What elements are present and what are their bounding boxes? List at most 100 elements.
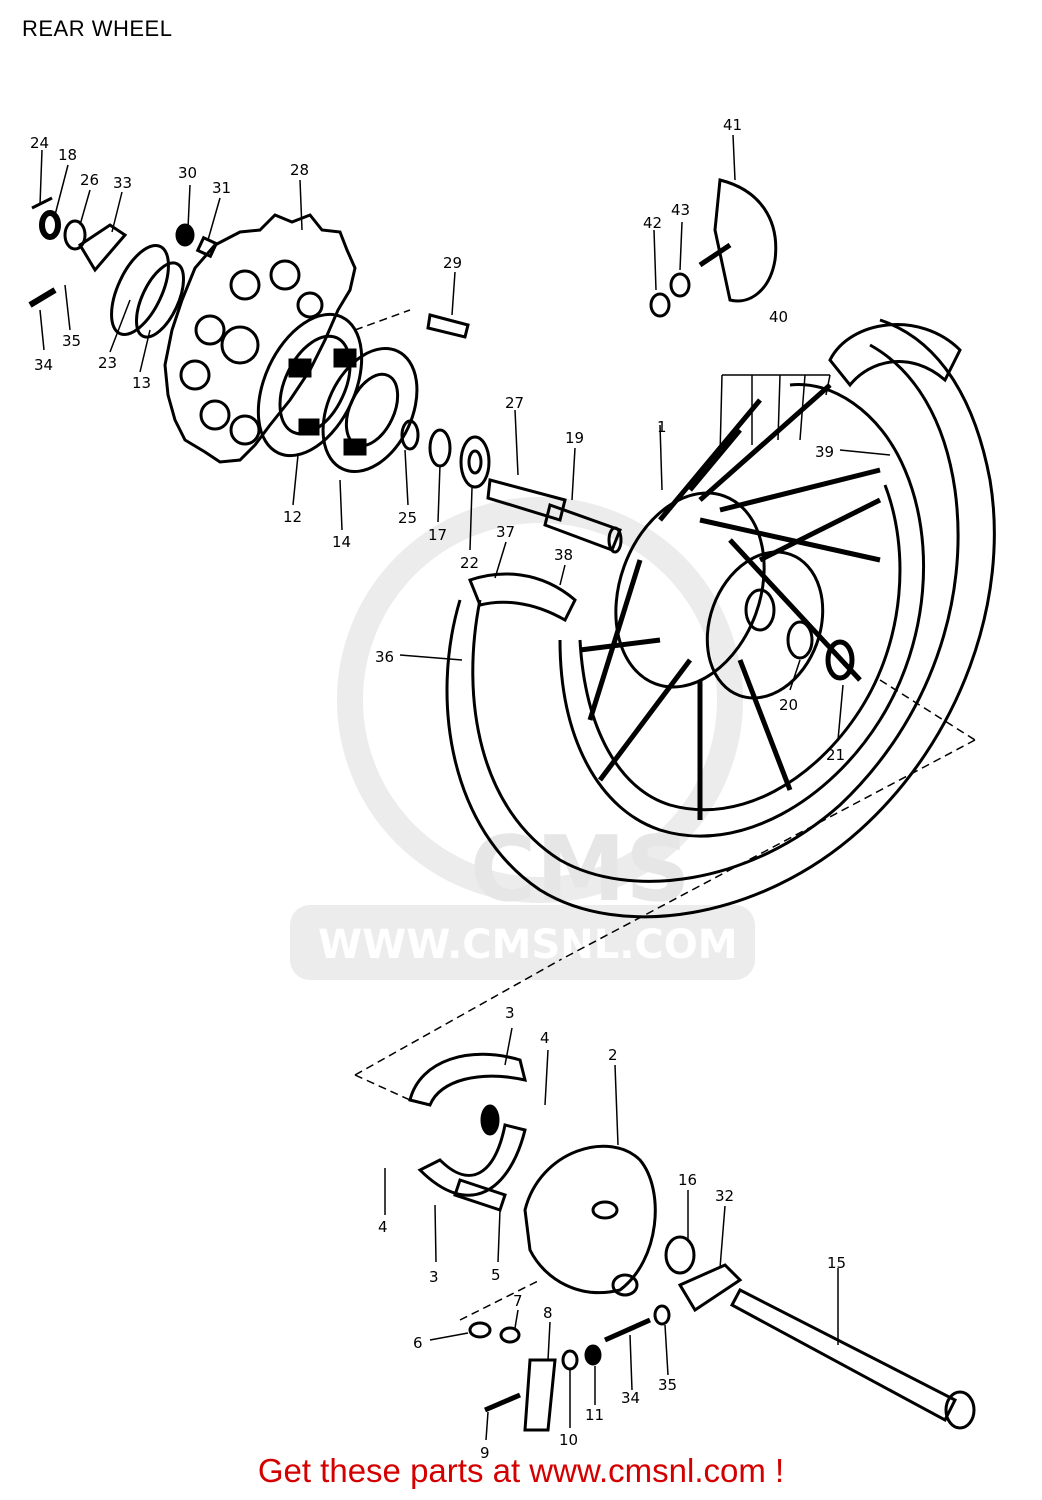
nut-30 <box>175 223 195 247</box>
label-40: 40 <box>769 308 788 326</box>
footer-link-text[interactable]: Get these parts at www.cmsnl.com ! <box>257 1452 785 1489</box>
label-5: 5 <box>491 1266 501 1284</box>
label-39: 39 <box>815 443 834 461</box>
label-34-bottom: 34 <box>621 1389 640 1407</box>
wheel-assembly <box>445 178 996 919</box>
part-labels: 24 18 26 33 30 31 28 29 34 35 23 13 12 1… <box>30 116 846 1462</box>
page-title: REAR WHEEL <box>22 16 173 41</box>
hub-flange <box>256 312 623 554</box>
label-16: 16 <box>678 1171 697 1189</box>
guide-lines <box>354 309 976 1321</box>
tire-36 <box>445 318 996 919</box>
brake-panel-2 <box>523 1144 657 1295</box>
bearing-22 <box>459 435 491 489</box>
label-29: 29 <box>443 254 462 272</box>
circlip-23 <box>110 244 170 336</box>
nut-11 <box>584 1344 602 1366</box>
washer-7 <box>499 1326 521 1344</box>
sprocket-assembly <box>28 196 357 464</box>
label-37: 37 <box>496 523 515 541</box>
spacer-27 <box>486 478 567 522</box>
rim-lock-41 <box>713 178 778 303</box>
label-9: 9 <box>480 1444 490 1462</box>
bolt-34-top <box>28 287 57 308</box>
spokes-40 <box>579 383 882 820</box>
label-4-top: 4 <box>540 1029 550 1047</box>
label-26: 26 <box>80 171 99 189</box>
label-43: 43 <box>671 201 690 219</box>
label-34-top: 34 <box>34 356 53 374</box>
label-27: 27 <box>505 394 524 412</box>
washer-18 <box>39 210 61 240</box>
bolt-29 <box>426 313 470 339</box>
label-1: 1 <box>657 418 667 436</box>
label-14: 14 <box>332 533 351 551</box>
leader-lines <box>39 134 891 1441</box>
label-21: 21 <box>826 746 845 764</box>
label-28: 28 <box>290 161 309 179</box>
label-18: 18 <box>58 146 77 164</box>
spacer-25 <box>400 419 420 451</box>
spacer-16 <box>664 1235 696 1275</box>
label-31: 31 <box>212 179 231 197</box>
label-30: 30 <box>178 164 197 182</box>
washer-43 <box>669 272 691 298</box>
nut-35-bottom <box>653 1304 671 1326</box>
nut-26 <box>63 219 87 251</box>
oil-seal-17 <box>428 428 452 468</box>
tube-37 <box>468 572 577 623</box>
label-41: 41 <box>723 116 742 134</box>
label-6: 6 <box>413 1334 423 1352</box>
label-33: 33 <box>113 174 132 192</box>
label-38: 38 <box>554 546 573 564</box>
label-7: 7 <box>513 1292 523 1310</box>
rim-1 <box>558 382 926 838</box>
brake-shoe-3b <box>417 1123 527 1197</box>
bolt-33 <box>77 223 128 273</box>
hub-drum <box>614 491 766 689</box>
damper-14 <box>321 346 419 474</box>
label-32: 32 <box>715 1187 734 1205</box>
brake-shoe-3 <box>408 1052 528 1107</box>
label-35-top: 35 <box>62 332 81 350</box>
label-35-bottom: 35 <box>658 1376 677 1394</box>
label-42: 42 <box>643 214 662 232</box>
label-4-bottom: 4 <box>378 1218 388 1236</box>
label-25: 25 <box>398 509 417 527</box>
label-22: 22 <box>460 554 479 572</box>
label-12: 12 <box>283 508 302 526</box>
label-10: 10 <box>559 1431 578 1449</box>
washer-10 <box>561 1349 579 1371</box>
label-8: 8 <box>543 1304 553 1322</box>
label-11: 11 <box>585 1406 604 1424</box>
axle-15 <box>729 1287 958 1423</box>
spring-4 <box>480 1104 500 1136</box>
bearing-20 <box>786 620 814 660</box>
adjuster-32 <box>677 1263 743 1313</box>
bolt-9 <box>484 1392 521 1413</box>
label-24: 24 <box>30 134 49 152</box>
bolt-34-bottom <box>603 1317 652 1343</box>
bearing-21 <box>825 639 855 681</box>
rim-band-39 <box>828 323 962 388</box>
label-3-top: 3 <box>505 1004 515 1022</box>
label-2: 2 <box>608 1046 618 1064</box>
label-36: 36 <box>375 648 394 666</box>
watermark-text: WWW.CMSNL.COM <box>318 922 738 968</box>
nut-42 <box>649 292 671 318</box>
label-19: 19 <box>565 429 584 447</box>
brake-assembly <box>408 1052 976 1432</box>
watermark-banner <box>290 905 755 980</box>
label-20: 20 <box>779 696 798 714</box>
ring-13 <box>135 261 185 339</box>
label-17: 17 <box>428 526 447 544</box>
arm-8 <box>523 1358 557 1432</box>
label-23: 23 <box>98 354 117 372</box>
nut-31 <box>195 235 219 259</box>
label-3-bottom: 3 <box>429 1268 439 1286</box>
label-15: 15 <box>827 1254 846 1272</box>
washer-6 <box>468 1321 492 1339</box>
watermark: CMS WWW.CMSNL.COM <box>290 497 755 980</box>
label-13: 13 <box>132 374 151 392</box>
